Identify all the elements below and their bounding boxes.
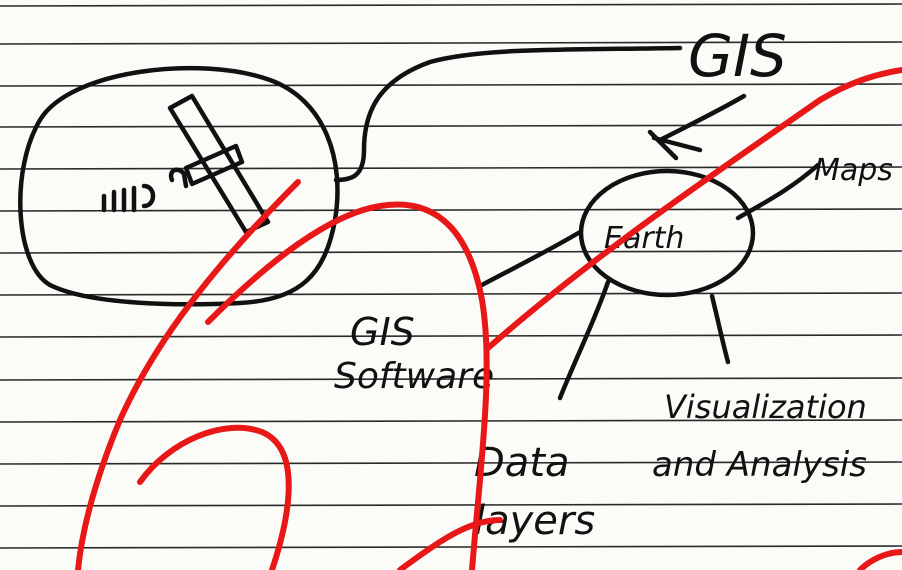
gis-software-label-line2: Software xyxy=(334,356,494,397)
ruled-lines xyxy=(0,3,902,549)
satellite-blob-outline xyxy=(18,65,340,307)
branch-data-layers xyxy=(557,279,611,401)
branch-gis-software xyxy=(477,229,583,289)
branch-maps xyxy=(735,162,821,221)
visualization-label-line1: Visualization xyxy=(664,388,867,426)
gis-connector-line xyxy=(333,45,683,183)
satellite-icon xyxy=(101,93,271,235)
visualization-label-line2: and Analysis xyxy=(652,445,867,485)
red-overlay-scribble xyxy=(75,67,902,570)
maps-label: Maps xyxy=(814,153,893,188)
gis-software-label-line1: GIS xyxy=(350,310,415,354)
data-layers-label-line1: Data xyxy=(474,440,570,486)
gis-to-earth-arrow xyxy=(647,93,747,161)
branch-visualization xyxy=(709,293,731,365)
gis-title-label: GIS xyxy=(688,22,787,90)
